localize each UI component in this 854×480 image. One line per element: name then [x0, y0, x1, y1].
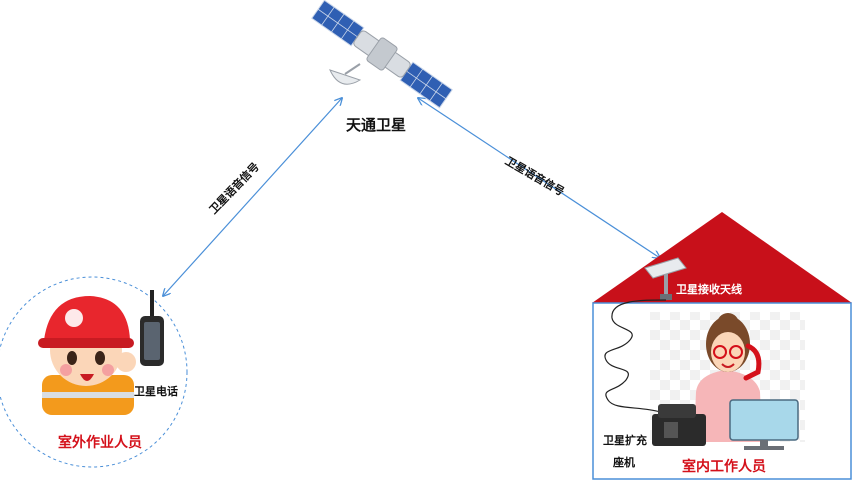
- signal-link-left: [163, 98, 342, 296]
- satellite-phone-icon: [140, 290, 164, 366]
- antenna-icon: [644, 257, 687, 300]
- monitor-icon: [729, 399, 799, 450]
- base-station-icon: [652, 404, 706, 446]
- signal-link-right: [418, 98, 660, 258]
- satellite-icon: [311, 0, 453, 109]
- satellite-label: 天通卫星: [346, 116, 407, 134]
- antenna-label: 卫星接收天线: [676, 283, 742, 296]
- house-roof: [592, 212, 852, 303]
- outdoor-person-label: 室外作业人员: [58, 435, 142, 451]
- base-station-label-line1: 卫星扩充: [603, 434, 647, 447]
- base-station-label-line2: 座机: [613, 456, 635, 469]
- outdoor-zone: [0, 276, 188, 468]
- antenna-cable: [604, 299, 667, 413]
- worker-icon: [38, 296, 136, 415]
- satellite-phone-label: 卫星电话: [134, 385, 178, 398]
- indoor-person-label: 室内工作人员: [682, 459, 766, 475]
